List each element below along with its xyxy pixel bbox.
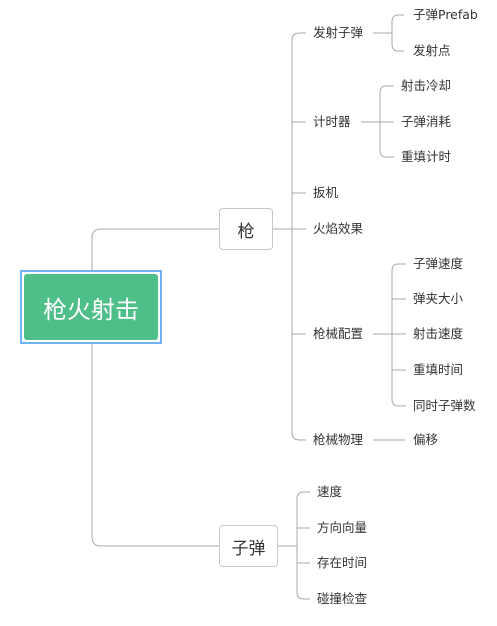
root-topic-label: 枪火射击 xyxy=(24,274,158,340)
topic-bullet[interactable]: 子弹 xyxy=(219,525,278,567)
leaf-reload-timer[interactable]: 重填计时 xyxy=(401,149,452,164)
leaf-bullet-prefab[interactable]: 子弹Prefab xyxy=(413,7,478,22)
leaf-fire-cooldown[interactable]: 射击冷却 xyxy=(401,78,452,93)
leaf-speed[interactable]: 速度 xyxy=(317,484,343,499)
subtopic-gun-config[interactable]: 枪械配置 xyxy=(313,326,364,341)
leaf-fire-point[interactable]: 发射点 xyxy=(413,43,451,58)
topic-gun[interactable]: 枪 xyxy=(219,208,273,250)
leaf-lifetime[interactable]: 存在时间 xyxy=(317,555,368,570)
subtopic-timer[interactable]: 计时器 xyxy=(313,114,351,129)
leaf-bullet-consume[interactable]: 子弹消耗 xyxy=(401,114,452,129)
leaf-collision-check[interactable]: 碰撞检查 xyxy=(317,591,368,606)
leaf-direction-vector[interactable]: 方向向量 xyxy=(317,520,368,535)
leaf-fire-rate[interactable]: 射击速度 xyxy=(413,326,464,341)
leaf-bullet-speed[interactable]: 子弹速度 xyxy=(413,256,464,271)
root-topic[interactable]: 枪火射击 xyxy=(20,270,162,344)
subtopic-gun-physics[interactable]: 枪械物理 xyxy=(313,432,364,447)
subtopic-muzzle-flash[interactable]: 火焰效果 xyxy=(313,221,364,236)
leaf-magazine-size[interactable]: 弹夹大小 xyxy=(413,291,464,306)
leaf-reload-time[interactable]: 重填时间 xyxy=(413,362,464,377)
leaf-offset[interactable]: 偏移 xyxy=(413,432,439,447)
subtopic-fire-bullet[interactable]: 发射子弹 xyxy=(313,25,364,40)
subtopic-trigger[interactable]: 扳机 xyxy=(313,185,339,200)
leaf-simultaneous-bullets[interactable]: 同时子弹数 xyxy=(413,398,476,413)
